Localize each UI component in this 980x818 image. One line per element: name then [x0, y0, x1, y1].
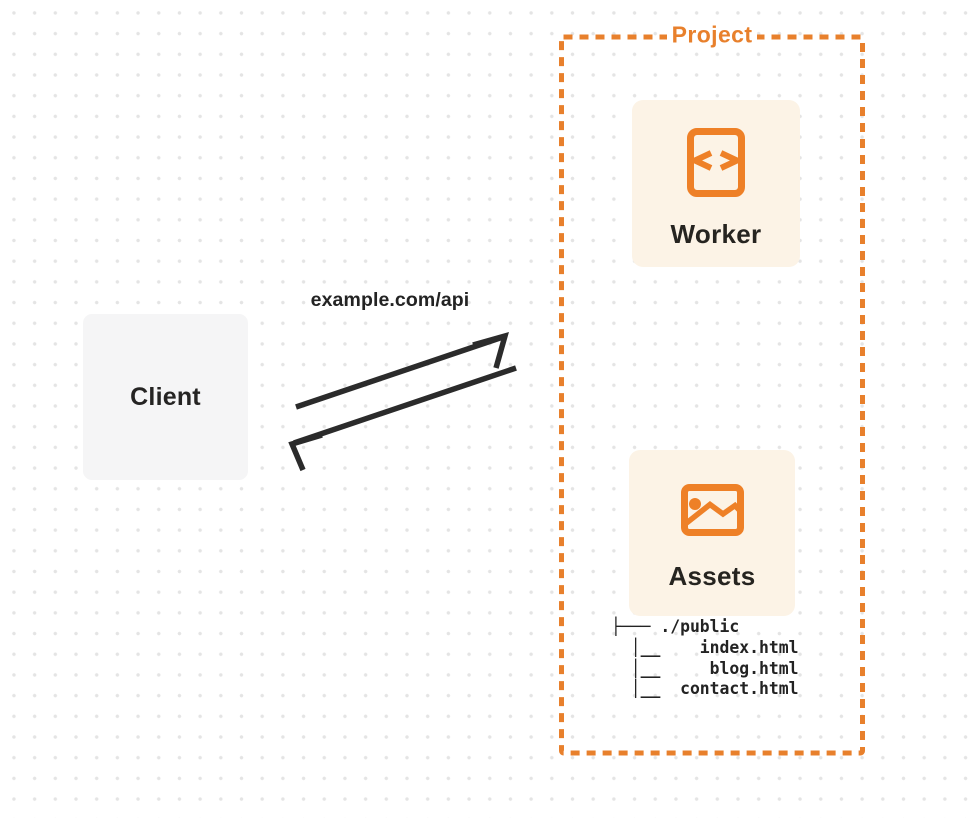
- assets-file-tree: ├─── ./public │__ index.html │__ blog.ht…: [611, 617, 799, 699]
- worker-node: Worker: [632, 100, 800, 267]
- assets-node: Assets: [629, 450, 795, 616]
- assets-label: Assets: [668, 561, 756, 591]
- response-arrow: [288, 365, 517, 472]
- code-file-icon: [687, 128, 745, 197]
- client-label: Client: [130, 382, 201, 411]
- worker-label: Worker: [670, 219, 762, 249]
- image-icon: [680, 484, 744, 536]
- client-node: Client: [83, 314, 248, 480]
- project-title-text: Project: [666, 21, 758, 49]
- request-url-label: example.com/api: [310, 289, 470, 311]
- request-arrow: [295, 332, 509, 410]
- project-boundary-title: Project: [559, 21, 865, 49]
